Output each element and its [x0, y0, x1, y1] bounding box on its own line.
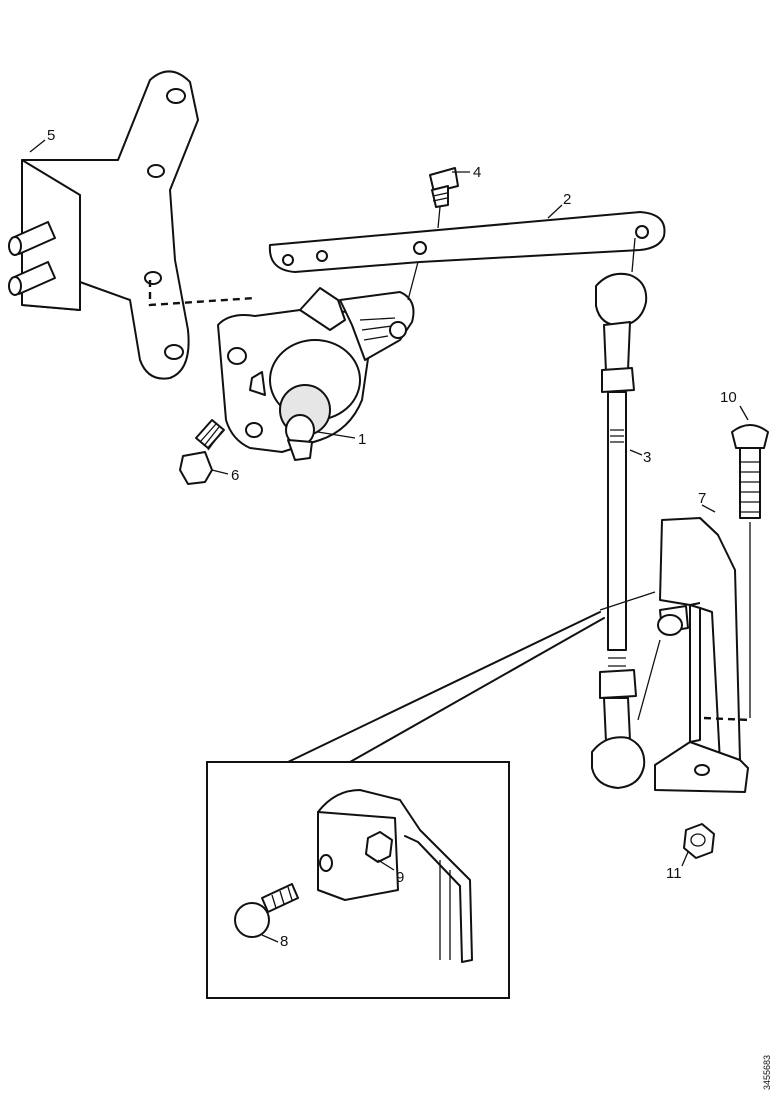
- callout-3: 3: [643, 449, 651, 466]
- lever-screw: [429, 167, 459, 229]
- locator-line: [599, 591, 656, 611]
- callout-2: 2: [563, 191, 571, 208]
- callout-11: 11: [666, 865, 682, 882]
- detail-zoom-line-left: [287, 611, 601, 763]
- callout-labels: 5 4 2 3 1 6 7 10 11 9 8: [29, 127, 749, 950]
- callout-6: 6: [231, 467, 239, 484]
- lock-nut: [683, 823, 715, 859]
- lever-arm: [268, 211, 666, 301]
- connecting-rod: [591, 237, 648, 789]
- sensor-bolt: [179, 419, 225, 485]
- axle-bracket: [637, 517, 749, 793]
- assembly-line-bracket: [148, 280, 256, 307]
- callout-1: 1: [358, 431, 366, 448]
- callout-10: 10: [720, 389, 737, 406]
- callout-7: 7: [698, 490, 706, 507]
- long-bolt: [731, 424, 769, 519]
- assembly-line-bolt: [703, 716, 751, 722]
- detail-zoom-line-right: [349, 617, 605, 763]
- callout-4: 4: [473, 164, 481, 181]
- level-sensor: [217, 287, 415, 461]
- callout-9: 9: [396, 869, 404, 886]
- mounting-bracket: [8, 70, 199, 380]
- callout-5: 5: [47, 127, 55, 144]
- callout-8: 8: [280, 933, 288, 950]
- detail-inset: [206, 761, 510, 999]
- reference-code: 3455683: [762, 1055, 772, 1090]
